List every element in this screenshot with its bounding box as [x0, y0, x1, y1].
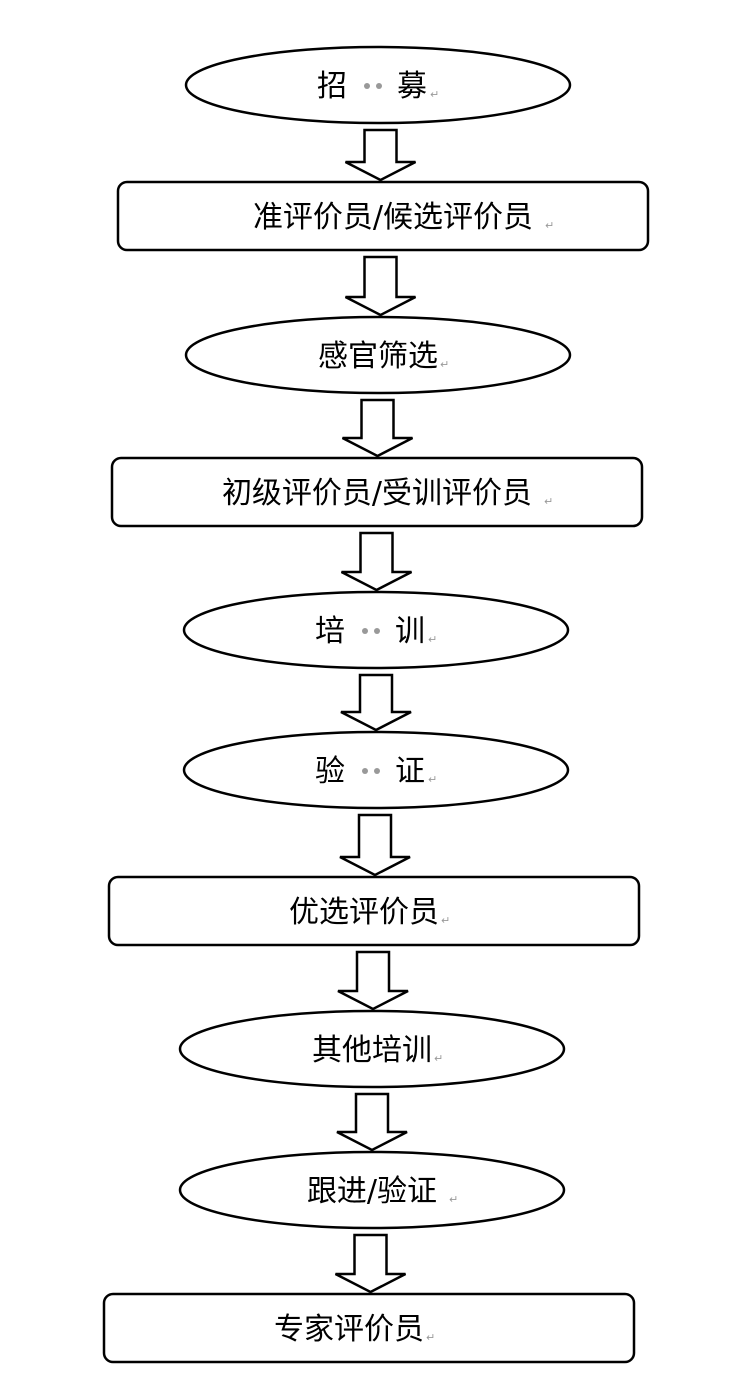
node-label-part: 募 — [397, 69, 427, 104]
node-other-training: 其他培训↵ — [178, 1009, 566, 1089]
flow-arrow-other-training-to-followup — [336, 1092, 408, 1152]
rect-shape — [110, 456, 644, 528]
spacer-dot — [364, 83, 370, 89]
node-label-part: 招 — [317, 69, 347, 104]
arrows — [334, 128, 417, 1294]
rect-shape — [116, 180, 650, 252]
paragraph-mark: ↵ — [544, 495, 553, 508]
flow-arrow-trainee-to-training — [340, 531, 413, 592]
paragraph-mark: ↵ — [428, 633, 437, 646]
node-training: 培 训↵ — [182, 590, 570, 670]
node-expert: 专家评价员↵ — [102, 1292, 636, 1364]
spacer-dot — [374, 768, 380, 774]
flow-arrow-validation-to-selected — [339, 813, 411, 877]
rect-shape — [102, 1292, 636, 1364]
node-screening: 感官筛选↵ — [184, 315, 572, 395]
paragraph-mark: ↵ — [428, 773, 437, 786]
node-label-part: 训 — [395, 614, 425, 649]
node-label: 专家评价员 — [274, 1312, 424, 1347]
node-label: 其他培训 — [312, 1033, 432, 1068]
spacer-dot — [374, 628, 380, 634]
node-recruit: 招 募↵ — [184, 45, 572, 125]
paragraph-mark: ↵ — [545, 219, 554, 232]
ellipse-shape — [178, 1009, 566, 1089]
paragraph-mark: ↵ — [441, 914, 450, 927]
ellipse-shape — [178, 1150, 566, 1230]
node-validation: 验 证↵ — [182, 730, 570, 810]
node-followup: 跟进/验证 ↵ — [178, 1150, 566, 1230]
node-label: 跟进/验证 — [307, 1174, 437, 1209]
node-label: 准评价员/候选评价员 — [253, 200, 533, 235]
spacer-dot — [376, 83, 382, 89]
paragraph-mark: ↵ — [430, 88, 439, 101]
flow-arrow-candidate-to-screening — [344, 255, 417, 317]
flow-arrow-training-to-validation — [340, 673, 412, 732]
node-trainee: 初级评价员/受训评价员 ↵ — [110, 456, 644, 528]
node-label-part: 验 — [315, 754, 345, 789]
ellipse-shape — [184, 315, 572, 395]
flow-arrow-selected-to-other-training — [337, 950, 409, 1011]
rect-shape — [107, 875, 641, 947]
spacer-dot — [362, 628, 368, 634]
paragraph-mark: ↵ — [440, 358, 449, 371]
nodes: 招募↵准评价员/候选评价员↵感官筛选↵初级评价员/受训评价员↵培训↵验证↵优选评… — [102, 45, 650, 1364]
node-label-part: 培 — [315, 614, 345, 649]
paragraph-mark: ↵ — [426, 1331, 435, 1344]
flow-arrow-recruit-to-candidate — [344, 128, 417, 182]
paragraph-mark: ↵ — [434, 1052, 443, 1065]
node-label: 感官筛选 — [318, 339, 438, 374]
paragraph-mark: ↵ — [449, 1193, 458, 1206]
flow-arrow-screening-to-trainee — [341, 398, 414, 458]
node-selected: 优选评价员↵ — [107, 875, 641, 947]
flow-arrow-followup-to-expert — [334, 1233, 407, 1294]
node-label: 初级评价员/受训评价员 — [222, 476, 532, 511]
node-label-part: 证 — [395, 754, 425, 789]
node-label: 优选评价员 — [289, 895, 439, 930]
node-candidate: 准评价员/候选评价员 ↵ — [116, 180, 650, 252]
spacer-dot — [362, 768, 368, 774]
